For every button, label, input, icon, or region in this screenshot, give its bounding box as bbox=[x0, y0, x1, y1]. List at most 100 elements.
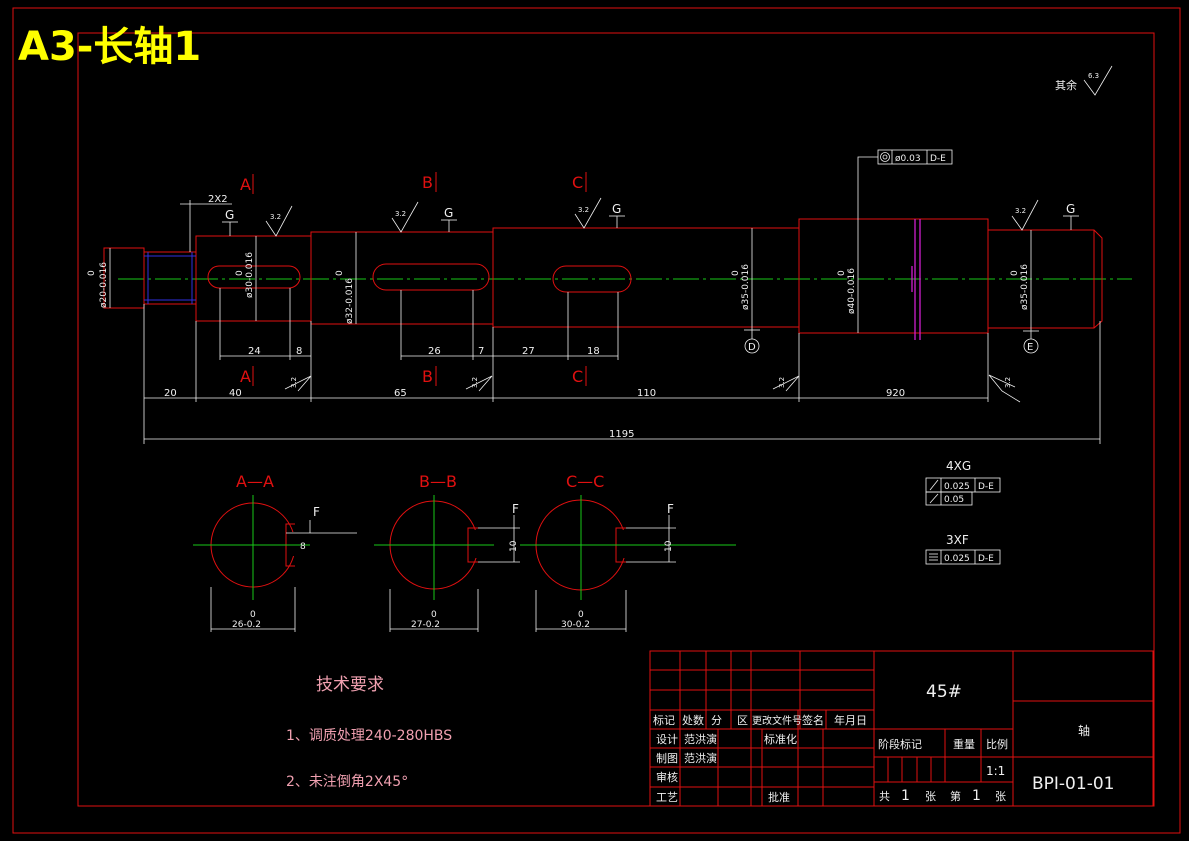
svg-text:标记: 标记 bbox=[653, 713, 675, 727]
svg-text:40: 40 bbox=[229, 388, 242, 399]
length-dims: 20 40 65 110 920 1195 bbox=[143, 304, 1101, 444]
svg-text:范洪演: 范洪演 bbox=[684, 751, 717, 765]
svg-text:E: E bbox=[1027, 342, 1033, 353]
diameter-dims: ø20-0.016 0 ø30-0.016 0 ø32-0.016 0 ø35-… bbox=[87, 219, 1032, 333]
svg-text:3.2: 3.2 bbox=[290, 377, 298, 388]
svg-text:ø0.03: ø0.03 bbox=[895, 154, 921, 164]
svg-text:A—A: A—A bbox=[236, 472, 274, 491]
svg-text:ø30-0.016: ø30-0.016 bbox=[245, 252, 255, 298]
svg-text:920: 920 bbox=[886, 388, 905, 399]
svg-text:审核: 审核 bbox=[656, 770, 678, 784]
roughness-note: 其余 6.3 bbox=[1055, 65, 1113, 96]
svg-text:比例: 比例 bbox=[986, 737, 1008, 751]
svg-text:30-0.2: 30-0.2 bbox=[561, 620, 590, 630]
svg-text:阶段标记: 阶段标记 bbox=[878, 737, 922, 751]
svg-text:10: 10 bbox=[509, 540, 519, 552]
svg-text:其余: 其余 bbox=[1055, 78, 1077, 92]
svg-text:区: 区 bbox=[737, 714, 748, 727]
svg-text:第: 第 bbox=[950, 789, 961, 803]
svg-text:D: D bbox=[748, 342, 756, 353]
svg-text:共: 共 bbox=[879, 790, 890, 803]
svg-text:制图: 制图 bbox=[656, 752, 678, 765]
svg-text:0: 0 bbox=[87, 270, 97, 276]
svg-text:C—C: C—C bbox=[566, 472, 604, 491]
svg-text:3.2: 3.2 bbox=[270, 213, 281, 221]
svg-text:2、未注倒角2X45°: 2、未注倒角2X45° bbox=[286, 774, 408, 790]
svg-text:范洪演: 范洪演 bbox=[684, 732, 717, 746]
svg-text:3.2: 3.2 bbox=[471, 377, 479, 388]
svg-text:B: B bbox=[422, 173, 433, 192]
section-markers: A A B B C C bbox=[240, 172, 587, 386]
svg-text:0: 0 bbox=[431, 610, 437, 620]
svg-text:3.2: 3.2 bbox=[778, 377, 786, 388]
section-c-c: C—C 30-0.2 0 F 10 bbox=[520, 472, 736, 632]
svg-text:标准化: 标准化 bbox=[764, 732, 797, 746]
svg-text:重量: 重量 bbox=[953, 737, 975, 751]
svg-text:0.025: 0.025 bbox=[944, 554, 970, 564]
svg-text:ø32-0.016: ø32-0.016 bbox=[345, 278, 355, 324]
svg-text:G: G bbox=[444, 206, 453, 220]
svg-text:18: 18 bbox=[587, 346, 600, 357]
svg-text:年月日: 年月日 bbox=[834, 713, 867, 727]
svg-text:D-E: D-E bbox=[978, 554, 994, 564]
svg-text:8: 8 bbox=[300, 542, 306, 552]
svg-text:张: 张 bbox=[995, 790, 1006, 803]
svg-text:0: 0 bbox=[731, 270, 741, 276]
svg-text:BPI-01-01: BPI-01-01 bbox=[1032, 774, 1114, 794]
svg-text:0: 0 bbox=[1010, 270, 1020, 276]
svg-text:0: 0 bbox=[578, 610, 584, 620]
svg-text:6.3: 6.3 bbox=[1088, 72, 1099, 80]
svg-text:分: 分 bbox=[711, 714, 722, 727]
svg-text:F: F bbox=[512, 502, 519, 516]
svg-text:ø35-0.016: ø35-0.016 bbox=[1020, 264, 1030, 310]
outer-frame bbox=[12, 7, 1181, 834]
gdt-3xf: 3XF 0.025 D-E bbox=[925, 533, 1001, 565]
svg-text:65: 65 bbox=[394, 388, 407, 399]
svg-text:ø35-0.016: ø35-0.016 bbox=[741, 264, 751, 310]
svg-text:1:1: 1:1 bbox=[986, 764, 1005, 778]
svg-text:2X2: 2X2 bbox=[208, 194, 228, 205]
gdt-4xg: 4XG 0.025 D-E 0.05 bbox=[925, 459, 1001, 506]
svg-text:0: 0 bbox=[235, 270, 245, 276]
svg-text:技术要求: 技术要求 bbox=[316, 675, 384, 695]
svg-text:7: 7 bbox=[478, 346, 484, 357]
inner-frame bbox=[77, 32, 1155, 807]
svg-text:F: F bbox=[667, 502, 674, 516]
svg-text:ø20-0.016: ø20-0.016 bbox=[99, 262, 109, 308]
tolerance-frame-top: ø0.03 D-E bbox=[857, 149, 953, 219]
svg-text:C: C bbox=[572, 173, 583, 192]
section-b-b: B—B 27-0.2 0 F 10 bbox=[374, 472, 520, 632]
svg-text:8: 8 bbox=[296, 346, 302, 357]
svg-text:3.2: 3.2 bbox=[1015, 207, 1026, 215]
svg-text:G: G bbox=[612, 202, 621, 216]
svg-text:签名: 签名 bbox=[802, 713, 824, 727]
svg-text:B—B: B—B bbox=[419, 472, 457, 491]
svg-text:27: 27 bbox=[522, 346, 535, 357]
svg-text:G: G bbox=[1066, 202, 1075, 216]
svg-text:1: 1 bbox=[901, 788, 910, 804]
svg-text:4XG: 4XG bbox=[946, 459, 971, 473]
svg-text:45#: 45# bbox=[926, 682, 962, 702]
chamfer-annotation: 2X2 bbox=[180, 194, 232, 252]
svg-text:3.2: 3.2 bbox=[1004, 377, 1012, 388]
svg-text:轴: 轴 bbox=[1078, 723, 1090, 738]
drawing-title: A3-长轴1 bbox=[18, 24, 201, 70]
svg-text:24: 24 bbox=[248, 346, 261, 357]
svg-text:10: 10 bbox=[664, 540, 674, 552]
svg-text:0: 0 bbox=[250, 610, 256, 620]
svg-text:F: F bbox=[313, 505, 320, 519]
svg-text:D-E: D-E bbox=[930, 154, 946, 164]
svg-text:20: 20 bbox=[164, 388, 177, 399]
datum-d-e: D E bbox=[744, 327, 1039, 354]
section-a-a: A—A 26-0.2 0 F 8 bbox=[193, 472, 357, 632]
svg-text:110: 110 bbox=[637, 388, 656, 399]
svg-text:3.2: 3.2 bbox=[395, 210, 406, 218]
svg-text:批准: 批准 bbox=[768, 790, 790, 804]
svg-text:26: 26 bbox=[428, 346, 441, 357]
shaft-outline bbox=[103, 218, 1103, 340]
svg-text:A: A bbox=[240, 367, 251, 386]
svg-text:26-0.2: 26-0.2 bbox=[232, 620, 261, 630]
svg-text:更改文件号: 更改文件号 bbox=[752, 714, 802, 727]
svg-text:设计: 设计 bbox=[656, 733, 678, 746]
